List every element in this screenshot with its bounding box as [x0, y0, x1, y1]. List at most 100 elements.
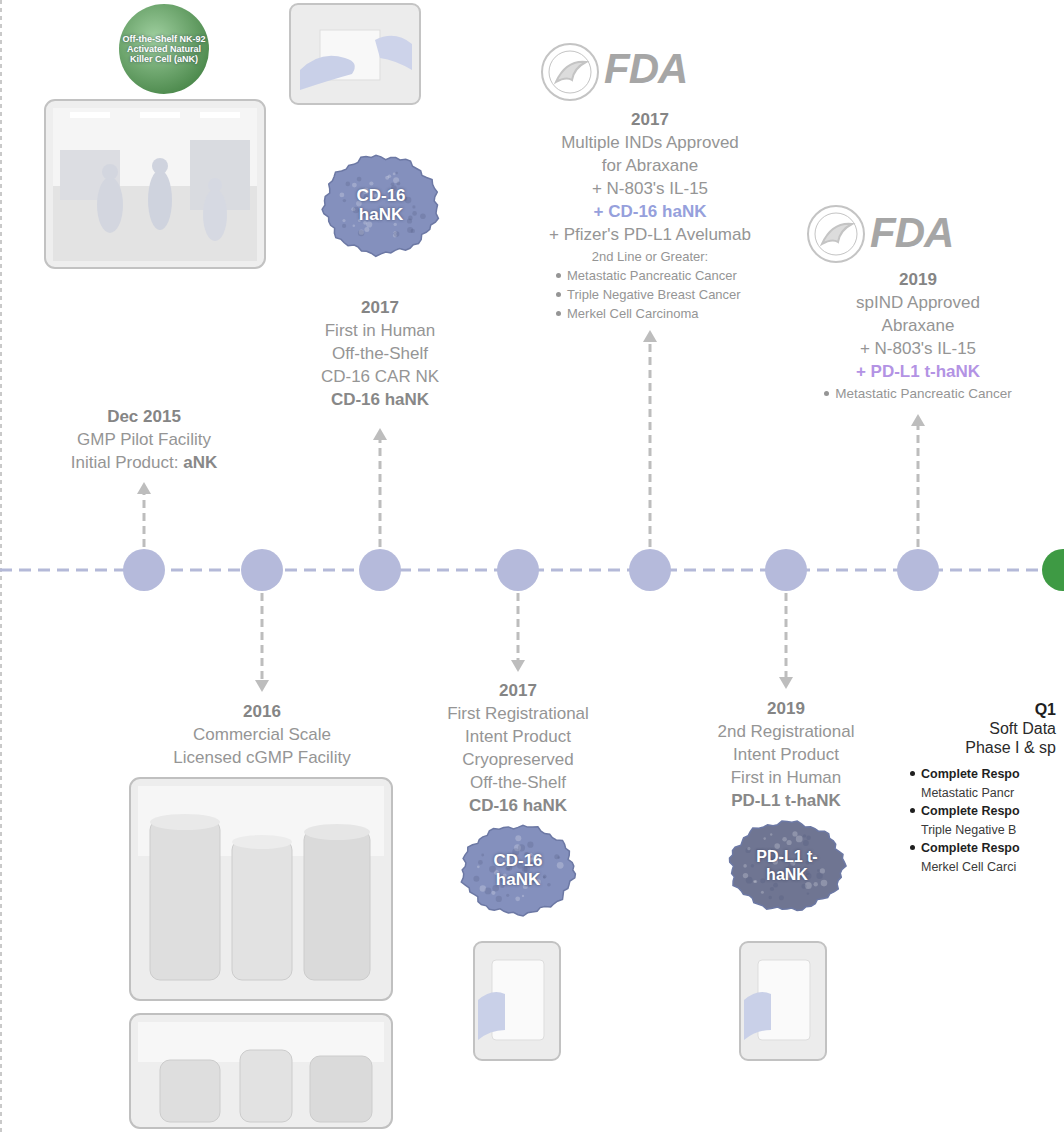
cell-texture	[420, 213, 426, 219]
cell-texture	[557, 862, 564, 869]
milestone-text: Multiple INDs Approved	[561, 133, 739, 152]
cell-texture	[814, 882, 818, 886]
bullet-dot	[556, 273, 561, 278]
cell-texture	[342, 224, 346, 228]
product-bag-photo	[740, 942, 826, 1060]
text-group: 2017First in HumanOff-the-ShelfCD-16 CAR…	[270, 296, 490, 411]
text-line: First in Human	[666, 766, 906, 789]
milestone-text: First Registrational	[447, 704, 589, 723]
result-heading: Complete Respo	[921, 804, 1020, 818]
cell-texture	[803, 834, 806, 837]
cell-texture	[481, 854, 484, 857]
text-line: First in Human	[270, 319, 490, 342]
text-line: Dec 2015	[9, 405, 279, 428]
cell-texture	[751, 864, 754, 867]
milestone-text: Off-the-Shelf	[332, 344, 428, 363]
lab-photo	[45, 100, 265, 268]
text-line: 2019	[666, 697, 906, 720]
cell-label: PD-L1 t-haNK	[747, 848, 827, 884]
text-line: FDA	[870, 210, 953, 265]
nk-cell: PD-L1 t-haNK	[724, 816, 850, 916]
cell-label: CD-16 haNK	[341, 186, 421, 224]
cell-texture	[796, 836, 803, 843]
cell-texture	[357, 177, 362, 182]
fda-logo-text: FDA	[604, 45, 687, 92]
text-line: First Registrational	[398, 702, 638, 725]
bullet-text: 2nd Line or Greater:	[592, 249, 708, 264]
text-line: 2017	[270, 296, 490, 319]
lab-photo	[290, 4, 420, 104]
milestone-text: spIND Approved	[856, 293, 980, 312]
leader-arrows	[144, 342, 918, 680]
cell-label: CD-16 haNK	[478, 851, 558, 889]
facility-photo	[130, 778, 392, 1000]
cell-texture	[770, 887, 774, 891]
cell-texture	[506, 894, 509, 897]
milestone-date: 2019	[899, 270, 937, 289]
cell-texture	[522, 895, 524, 897]
text-group: Complete RespoTriple Negative B	[910, 801, 1020, 839]
cell-texture	[515, 896, 520, 901]
text-group: Complete RespoMerkel Cell Carci	[910, 838, 1020, 876]
milestone-text: First in Human	[731, 768, 842, 787]
milestone-text: CD-16 CAR NK	[321, 367, 439, 386]
cell-texture	[518, 844, 525, 851]
milestone-text: for Abraxane	[602, 156, 698, 175]
text-line: GMP Pilot Facility	[9, 428, 279, 451]
text-line: Q1	[965, 700, 1056, 719]
cell-texture	[412, 211, 417, 216]
text-line: 2019	[788, 268, 1048, 291]
text-group: 2019spIND ApprovedAbraxane+ N-803's IL-1…	[788, 268, 1048, 404]
text-line: Merkel Cell Carcinoma	[556, 304, 741, 323]
cell-texture	[515, 835, 521, 841]
cell-texture	[753, 880, 756, 883]
cell-texture	[803, 840, 809, 846]
cell-texture	[353, 207, 359, 213]
quarter-text: Phase I & sp	[965, 739, 1056, 756]
text-line: + Pfizer's PD-L1 Avelumab	[500, 223, 800, 246]
milestone-date: 2017	[631, 110, 669, 129]
text-line: + PD-L1 t-haNK	[788, 360, 1048, 383]
text-group: Complete RespoMetastatic Pancr	[910, 764, 1020, 802]
cell-texture	[397, 182, 401, 186]
milestone-text: Initial Product:	[71, 453, 179, 472]
cell-texture	[340, 193, 345, 198]
cell-texture	[743, 864, 747, 868]
text-line: Merkel Cell Carci	[910, 857, 1020, 876]
milestone-date: 2016	[243, 702, 281, 721]
cell-texture	[485, 888, 492, 895]
cell-texture	[342, 219, 345, 222]
product-name: aNK	[183, 453, 217, 472]
text-line: 2017	[500, 108, 800, 131]
text-line: Commercial Scale	[122, 723, 402, 746]
milestone-date: 2017	[499, 681, 537, 700]
milestone-text: GMP Pilot Facility	[77, 430, 211, 449]
cell-texture	[407, 218, 412, 223]
cell-texture	[774, 843, 780, 849]
cell-texture	[816, 873, 822, 879]
cell-texture	[473, 876, 479, 882]
cell-texture	[396, 172, 398, 174]
text-group: FDA	[870, 210, 953, 265]
bullet-dot	[910, 808, 915, 813]
text-group: 2016Commercial ScaleLicensed cGMP Facili…	[122, 700, 402, 769]
text-line: + CD-16 haNK	[500, 200, 800, 223]
milestone-text: First in Human	[325, 321, 436, 340]
text-line: Soft Data	[965, 719, 1056, 738]
cell-texture	[547, 883, 551, 887]
product-name: CD-16 haNK	[331, 390, 429, 409]
milestone-text: Abraxane	[882, 316, 955, 335]
bullet-dot	[556, 311, 561, 316]
cell-texture	[411, 229, 415, 233]
product-highlight: + CD-16 haNK	[594, 202, 707, 221]
cell-body	[322, 155, 438, 256]
text-line: CD-16 CAR NK	[270, 365, 490, 388]
text-line: Phase I & sp	[965, 738, 1056, 757]
cell-body	[730, 821, 847, 911]
current-marker	[1042, 549, 1064, 591]
text-line: Metastatic Pancreatic Cancer	[788, 383, 1048, 404]
text-line: 2016	[122, 700, 402, 723]
text-line: PD-L1 t-haNK	[666, 789, 906, 812]
text-group: 2017First RegistrationalIntent ProductCr…	[398, 679, 638, 817]
